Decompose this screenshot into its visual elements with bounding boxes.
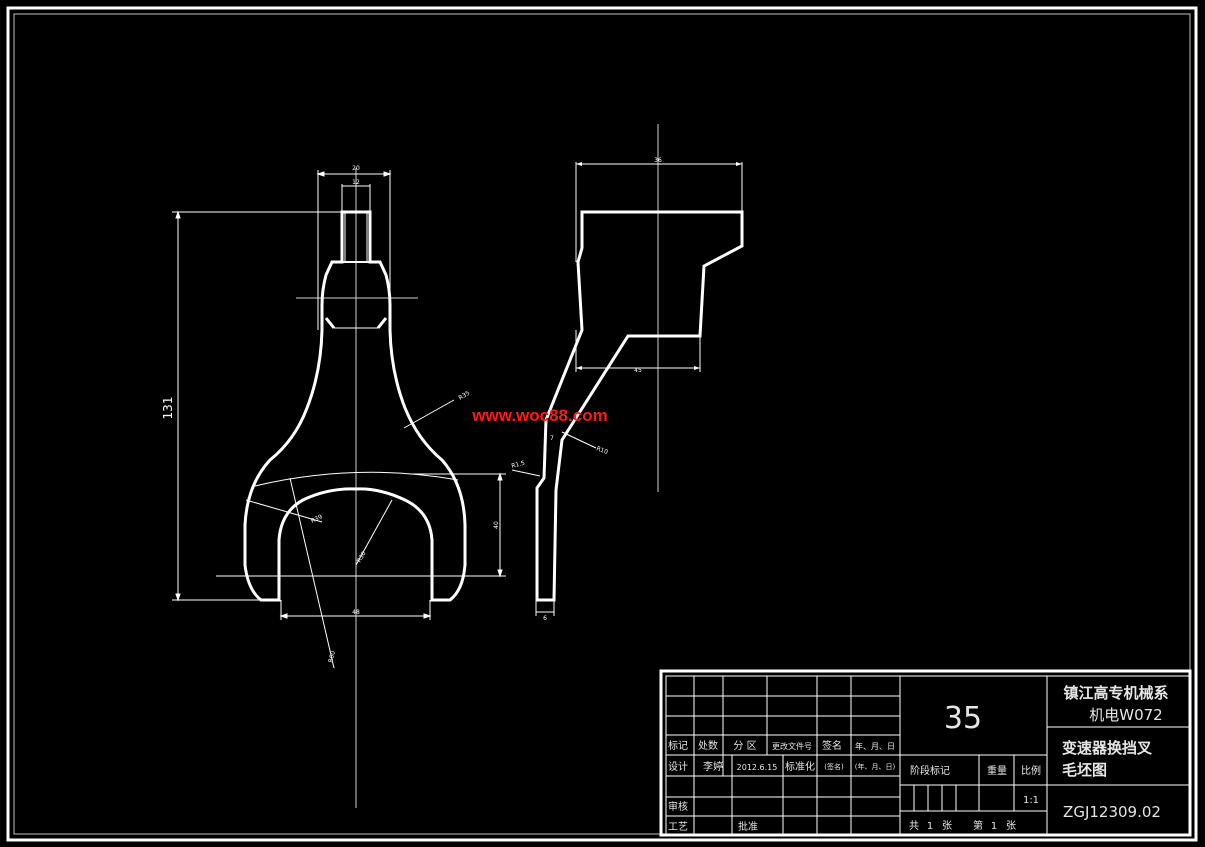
tb-header-zone: 分 区 [733,740,756,752]
tb-sheets-unit-1: 张 [942,820,952,832]
watermark-text: www.woc88.com [471,406,607,425]
dim-leader-arc [355,499,393,566]
tb-stage-label: 阶段标记 [910,764,950,777]
fork-outline [243,210,467,602]
tb-scale-value: 1:1 [1023,795,1039,806]
dim-side-mid-width: 45 [634,367,642,374]
dim-fork-top-inner: 12 [352,179,360,186]
tb-sheets-total-prefix: 共 [909,820,919,832]
dim-fork-arc-radius: R30 [356,550,368,564]
tb-part-name-line1: 变速器换挡叉 [1062,739,1153,757]
tb-sheets-unit-2: 张 [1006,820,1016,832]
tb-part-name-line2: 毛坯图 [1062,761,1107,779]
dim-side-bottom-width: 6 [543,615,547,622]
dim-arc-long [254,471,459,487]
tb-drawing-number: ZGJ12309.02 [1063,803,1161,821]
tb-review-label: 审核 [668,800,688,813]
dim-side-small-radius: R1.5 [511,460,526,470]
arrow [175,210,181,219]
tb-approve-label: 批准 [738,820,758,833]
dim-fork-right-height: 40 [493,521,500,529]
dim-side-top-width: 36 [654,157,662,164]
fork-hub-notches [324,317,388,329]
fork-side-view: 36 45 R10 R1.5 7 6 [511,124,744,622]
dim-side-bend-radius: R10 [595,445,609,456]
dim-fork-long-radius: R60 [327,650,337,663]
dim-side-small: 7 [550,435,554,442]
arrow [694,366,700,370]
tb-design-date: 2012.6.15 [737,763,778,772]
fork-front-view: 20 12 131 R35 R39 R30 40 48 R60 [161,165,506,808]
dim-leader-inner [245,499,323,523]
arrow [576,366,582,370]
side-leader-small [511,469,541,477]
arrow [423,613,432,619]
tb-header-change-doc: 更改文件号 [772,741,812,751]
tb-header-sign: 签名 [822,739,842,752]
tb-header-count: 处数 [698,739,718,752]
tb-sign-placeholder: (签名) [824,762,844,771]
tb-std-label: 标准化 [785,760,815,773]
tb-date-placeholder: (年、月、日) [855,762,896,771]
dim-fork-height: 131 [161,397,175,420]
arrow [175,593,181,602]
inner-border [13,13,1191,835]
tb-scale-label: 比例 [1021,764,1041,777]
tb-school-line2: 机电W072 [1089,706,1162,724]
arrow [497,472,503,481]
arrow [383,171,392,177]
dim-fork-bottom-width: 48 [352,609,360,616]
dim-fork-top-outer: 20 [352,165,360,172]
arrow [736,162,742,166]
tb-design-label: 设计 [668,760,688,773]
tb-process-label: 工艺 [668,821,688,833]
title-block-border [659,669,1192,837]
arrow [576,162,582,166]
dim-fork-bend-radius: R35 [458,390,472,402]
tb-weight-label: 重量 [987,764,1007,777]
dim-fork-inner-radius: R39 [310,513,324,524]
tb-design-name: 李婷 [703,760,723,773]
tb-header-date: 年、月、日 [855,741,895,751]
side-leader-bend [561,431,597,449]
dim-leader-long [289,477,335,669]
arrow [279,613,288,619]
arrow [497,569,503,578]
tb-material: 35 [944,701,982,736]
tb-header-mark: 标记 [668,740,688,752]
tb-sheets-total: 1 [927,821,933,832]
tb-sheet-no: 1 [991,821,997,832]
tb-school-line1: 镇江高专机械系 [1063,684,1168,702]
tb-sheet-no-prefix: 第 [973,819,983,832]
title-block: 标记 处数 分 区 更改文件号 签名 年、月、日 设计 李婷 2012.6.15… [659,669,1192,837]
arrow [316,171,325,177]
outer-border [6,6,1198,842]
dim-leader-bend [403,399,455,429]
